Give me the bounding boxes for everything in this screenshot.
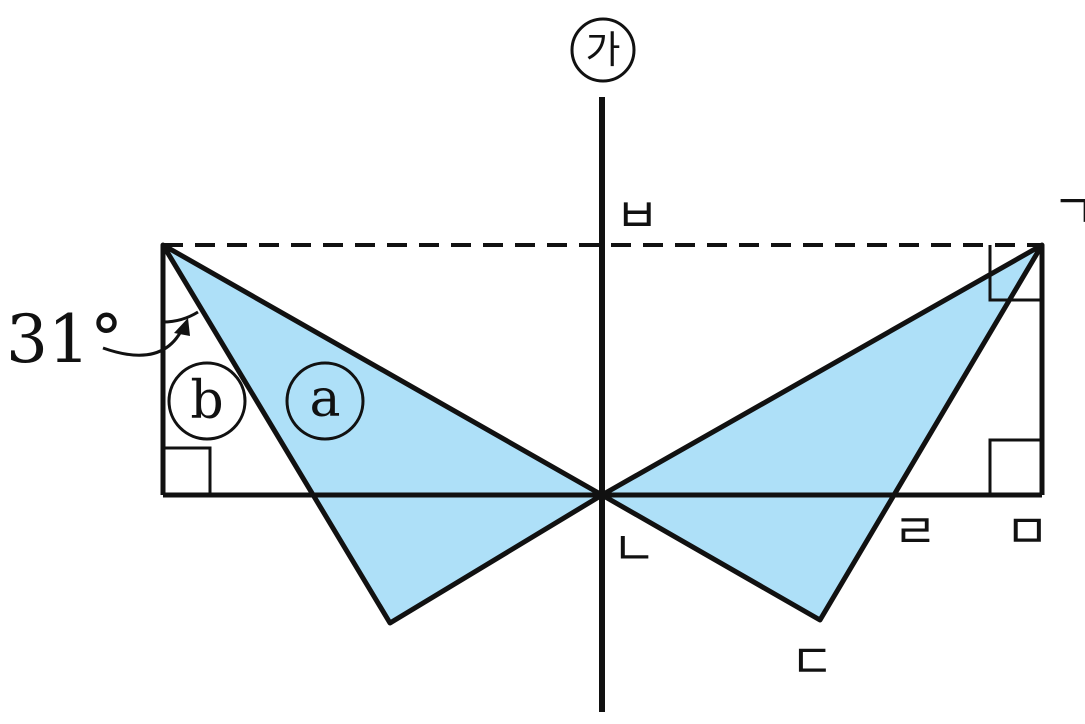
region-b-label: b — [190, 371, 223, 431]
region-b-circle — [167, 361, 247, 441]
left-folded-triangle — [160, 242, 605, 626]
right-folded-triangle — [599, 242, 1045, 623]
right-angle-marker-bottom-left — [163, 446, 212, 495]
vertex-label-giyeok: ㄱ — [1052, 184, 1085, 240]
vertex-label-rieul: ㄹ — [893, 504, 937, 560]
region-a-label: a — [309, 369, 340, 429]
vertex-label-digeut: ㄷ — [790, 634, 834, 690]
vertex-label-bieup: ㅂ — [615, 188, 659, 244]
vertex-label-nieun: ㄴ — [612, 521, 656, 577]
right-angle-marker-top-right — [988, 245, 1042, 302]
right-angle-marker-bottom-right — [988, 438, 1042, 495]
region-a-circle — [285, 361, 365, 441]
axis-label: 가 — [586, 28, 621, 72]
angle-pointer-arrowhead — [174, 318, 190, 336]
angle-label: 31° — [6, 301, 123, 378]
angle-arc — [162, 310, 199, 324]
axis-label-circle — [570, 17, 636, 83]
vertex-label-mieum: ㅁ — [1005, 504, 1049, 560]
